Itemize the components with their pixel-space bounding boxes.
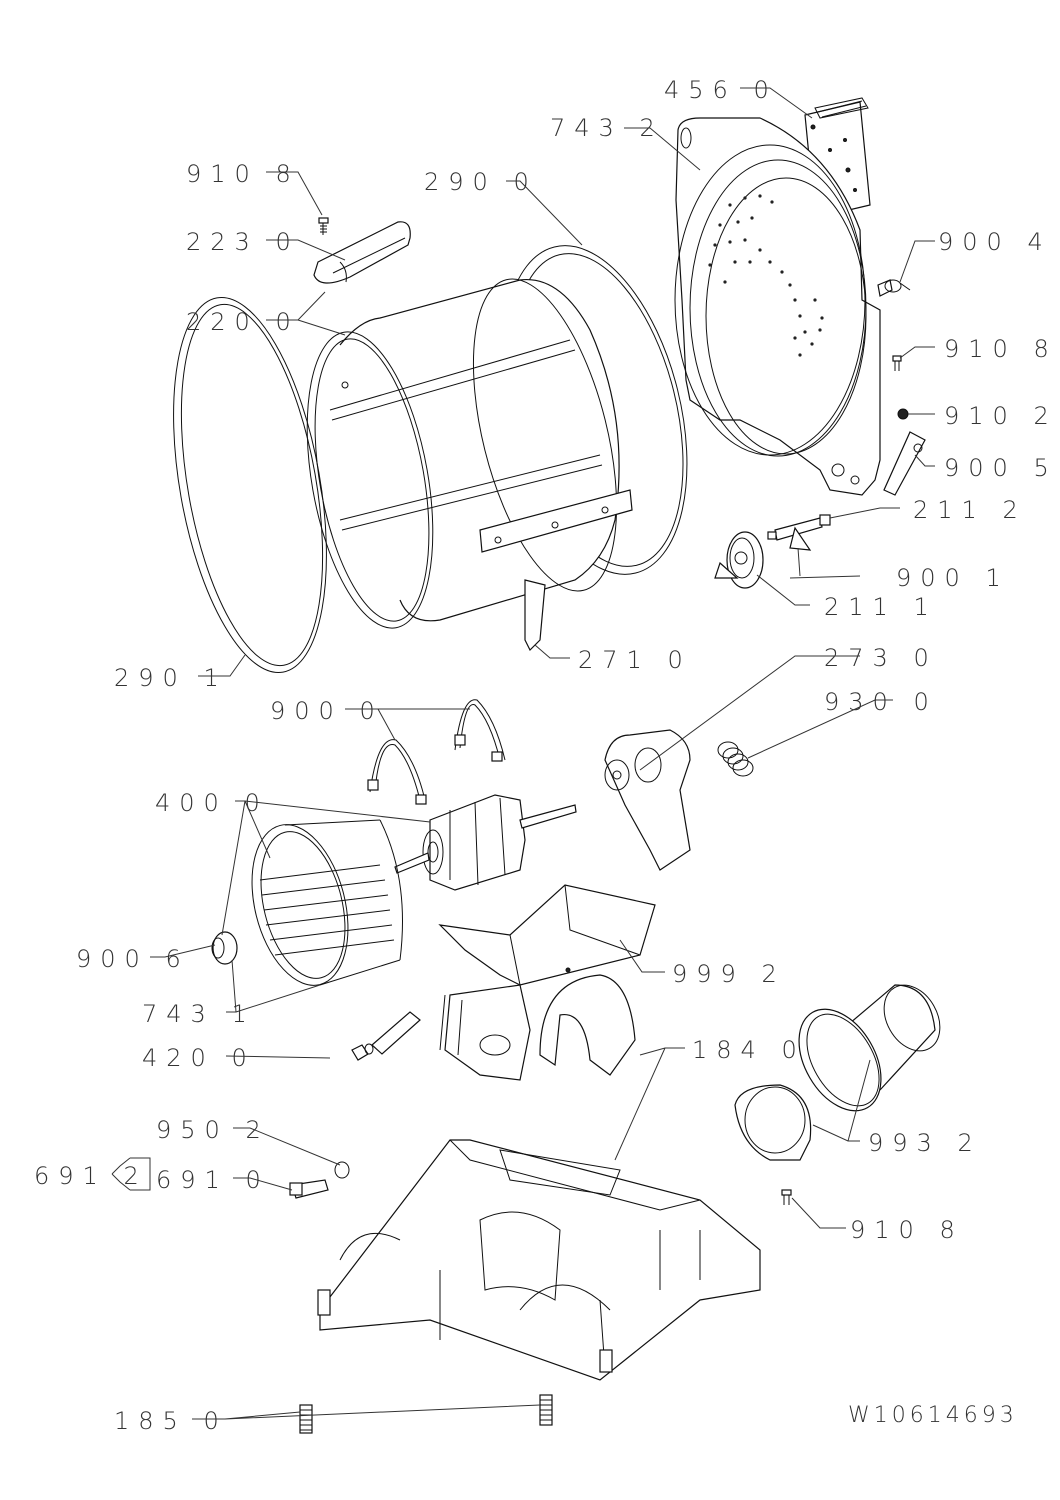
part-label-290-0: 290 0 <box>424 168 538 196</box>
document-number: W10614693 <box>848 1403 1018 1428</box>
part-label-950-2: 950 2 <box>156 1116 270 1144</box>
part-label-743-2: 743 2 <box>550 114 664 142</box>
part-label-691-2: 691 2 <box>34 1162 148 1190</box>
o-ring-part <box>334 1161 350 1179</box>
part-label-273-0: 273 0 <box>824 644 938 672</box>
drum-part <box>306 278 633 629</box>
screw-part <box>318 217 329 235</box>
part-label-223-0: 223 0 <box>186 228 300 256</box>
leveling-foot-part <box>539 1394 553 1426</box>
part-label-910-2: 910 2 <box>944 402 1058 430</box>
part-label-900-6: 900 6 <box>76 945 190 973</box>
part-label-900-0: 900 0 <box>270 697 384 725</box>
part-label-999-2: 999 2 <box>672 960 786 988</box>
part-label-211-2: 211 2 <box>913 496 1027 524</box>
motor-cover-part <box>438 884 656 986</box>
rear-drum-panel-part <box>674 117 881 496</box>
roller-axle-part <box>767 514 831 541</box>
leader-lines <box>111 87 935 1420</box>
part-label-910-8: 910 8 <box>850 1216 964 1244</box>
part-labels: 456 0 743 2 910 8 290 0 223 0 900 4 220 … <box>34 76 1058 1435</box>
part-label-290-1: 290 1 <box>114 664 228 692</box>
drive-belt-part <box>524 579 546 652</box>
sensor-part <box>289 1179 329 1199</box>
dryer-base-part <box>317 1139 761 1381</box>
thermostat-part <box>877 279 911 297</box>
screw-part <box>781 1189 792 1205</box>
part-label-271-0: 271 0 <box>578 646 692 674</box>
part-label-691-0: 691 0 <box>156 1166 270 1194</box>
part-label-220-0: 220 0 <box>186 308 300 336</box>
part-label-400-0: 400 0 <box>155 789 269 817</box>
part-label-456-0: 456 0 <box>664 76 778 104</box>
front-seal-ring-part <box>173 296 327 674</box>
drum-baffle-part <box>313 221 411 284</box>
nut-part <box>897 408 909 420</box>
part-label-184-0: 184 0 <box>692 1036 806 1064</box>
part-label-993-2: 993 2 <box>868 1129 982 1157</box>
screw-part <box>892 355 902 371</box>
blower-clamp-part <box>211 931 238 965</box>
part-label-900-4: 900 4 <box>938 228 1052 256</box>
drum-roller-part <box>726 531 764 589</box>
thermal-sensor-part <box>351 1011 421 1061</box>
part-label-910-8: 910 8 <box>186 160 300 188</box>
part-label-930-0: 930 0 <box>824 688 938 716</box>
clip-part <box>714 526 812 579</box>
idler-spring-part <box>717 741 754 777</box>
motor-clamp-part <box>367 699 506 805</box>
part-label-910-8: 910 8 <box>944 335 1058 363</box>
leveling-foot-part <box>299 1404 313 1434</box>
blower-wheel-part <box>251 819 403 986</box>
part-label-900-1: 900 1 <box>896 564 1010 592</box>
part-label-743-1: 743 1 <box>142 1000 256 1028</box>
part-label-211-1: 211 1 <box>824 593 938 621</box>
blower-housing-part <box>439 974 636 1081</box>
exhaust-duct-part <box>734 984 941 1161</box>
bracket-part <box>883 431 926 496</box>
part-label-185-0: 185 0 <box>114 1407 228 1435</box>
motor-part <box>394 794 577 891</box>
idler-pulley-part <box>604 729 691 871</box>
part-label-420-0: 420 0 <box>142 1044 256 1072</box>
part-label-900-5: 900 5 <box>944 454 1058 482</box>
